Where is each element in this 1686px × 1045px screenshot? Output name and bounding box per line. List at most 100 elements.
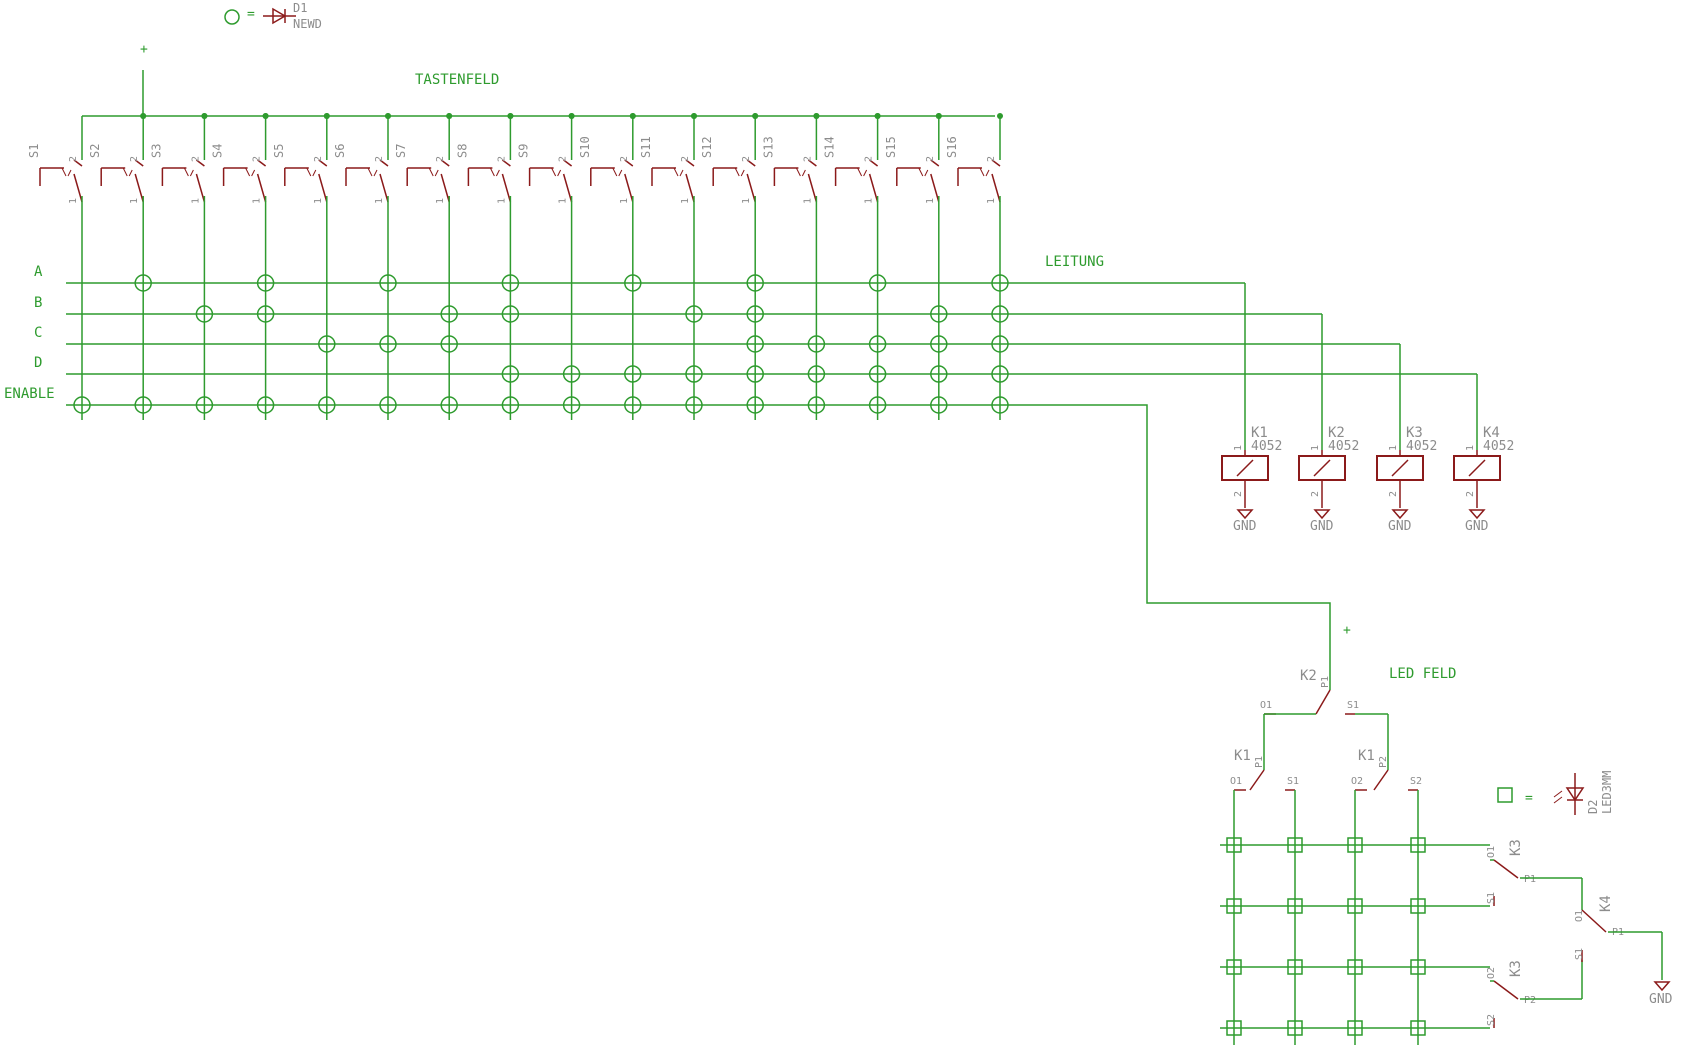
pin-label-1: 1 [558,198,569,204]
switch-blade [562,173,573,203]
contact-o-label: O1 [1486,846,1497,858]
matrix-diode [379,274,397,292]
matrix-diode [195,305,214,323]
pin-label-1: 1 [313,198,324,204]
pin-label-2: 2 [1233,491,1244,497]
matrix-diode [624,274,642,292]
switch-contact-top [563,159,573,167]
ground-icon [1653,981,1671,992]
matrix-diode [624,396,642,414]
switch-contact-top [501,159,511,167]
matrix-diode [256,305,275,323]
pin-label-2: 2 [864,156,875,162]
matrix-diode [685,365,703,383]
switch-dash [551,167,557,177]
switch-dash [795,167,801,177]
switch-dash [618,169,623,177]
matrix-diode [746,335,764,353]
switch-dash [373,169,378,177]
matrix-diode [868,274,887,292]
switch-label: S4 [211,144,225,158]
contact-p-label: P2 [1524,995,1536,1006]
pin-label-2: 2 [741,156,752,162]
pin-label-1: 1 [802,198,813,204]
matrix-diode [562,396,581,414]
matrix-diode [930,396,948,414]
matrix-diode [73,396,91,414]
switch-dash [557,169,562,177]
relay-ref: K4 [1483,425,1500,441]
switch-dash [122,167,128,177]
switch-dash [61,167,67,177]
switch-blade [930,173,940,203]
matrix-diode [868,365,887,383]
switch-dash [251,169,256,177]
matrix-diode [379,335,397,353]
led-cell [1287,959,1303,975]
relay-coil-slash [1391,459,1409,477]
tastenfeld-title: TASTENFELD [415,72,499,88]
switch-contact-top [991,159,1001,167]
ground-icon [1313,509,1331,520]
switch-blade [318,173,328,203]
led-legend-ref: D2 [1586,800,1600,814]
pin-label-2: 2 [558,156,569,162]
contact-p-label: P2 [1378,756,1389,768]
led-cell [1287,837,1303,853]
led-cell [1410,1020,1426,1036]
pin-label-2: 2 [374,156,385,162]
switch-contact-top [257,159,267,167]
matrix-diode [930,305,948,323]
matrix-diode [440,335,458,353]
switch-dash [734,167,740,177]
led-cell [1226,837,1242,853]
switch-label: S12 [700,136,714,158]
switch-blade [746,173,756,203]
switch-contact-top [869,159,879,167]
contact-blade [1581,909,1607,933]
ground-label: GND [1649,992,1673,1007]
switch-blade [256,173,267,203]
switch-blade [807,173,818,203]
switch-blade [624,173,634,203]
pin-label-2: 2 [619,156,630,162]
contact-o-label: O1 [1574,910,1585,922]
switch-dash [740,169,745,177]
bus-junction-dot [201,113,208,119]
ground-icon [1468,509,1486,520]
matrix-diode [256,396,275,414]
relay-coil-slash [1468,459,1486,477]
enable-feed-wire [995,404,1331,680]
switch-label: S6 [333,144,347,158]
pin-label-2: 2 [68,156,79,162]
pin-label-1: 1 [925,198,936,204]
contact-ref: K4 [1598,895,1614,912]
legend-equals: = [247,7,255,22]
matrix-row-a: A [34,264,1009,292]
led-cell [1226,959,1242,975]
ground-icon [1236,509,1254,520]
pin-label-2: 2 [1388,491,1399,497]
legend-circle-symbol [224,9,240,25]
led-legend-value: LED3MM [1600,771,1614,814]
switch-dash [679,169,684,177]
switch-blade [134,173,144,203]
pin-label-2: 2 [435,156,446,162]
diode-icon [272,7,287,25]
matrix-diode [562,365,581,383]
switch-dash [306,167,312,177]
contact-blade [1493,859,1519,879]
contact-blade [1493,980,1519,1000]
switch-contact-top [685,159,695,167]
switch-blade [868,173,879,203]
diode-legend: = D1 NEWD [224,1,322,31]
ground-icon [1391,509,1409,520]
switch-label: S2 [88,144,102,158]
